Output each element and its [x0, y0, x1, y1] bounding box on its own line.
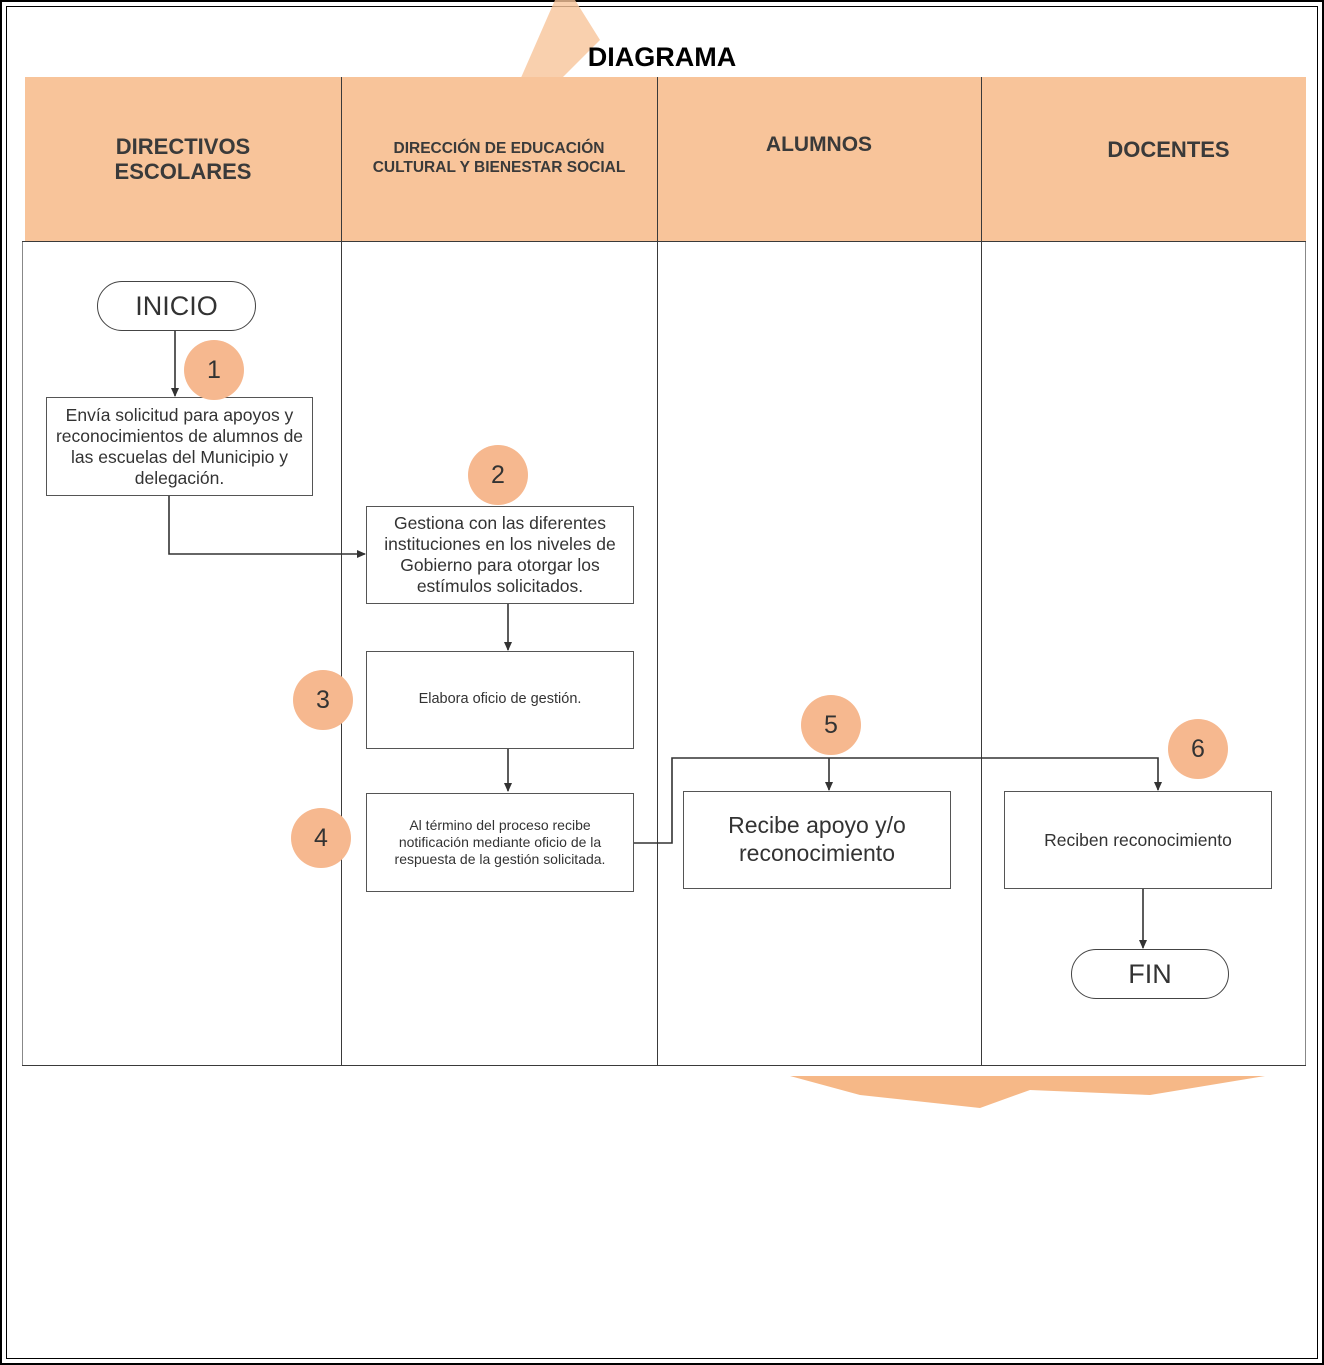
lane-divider [657, 77, 658, 1066]
lanes-bottom-line [22, 1065, 1306, 1066]
lane-header-direccion: DIRECCIÓN DE EDUCACIÓN CULTURAL Y BIENES… [341, 77, 657, 241]
lane-divider [341, 77, 342, 1066]
step-badge-1: 1 [184, 340, 244, 400]
start-terminator: INICIO [97, 281, 256, 331]
lane-label: DIRECCIÓN DE EDUCACIÓN CULTURAL Y BIENES… [372, 140, 626, 176]
step-6-box: Reciben reconocimiento [1004, 791, 1272, 889]
step-4-box: Al término del proceso recibe notificaci… [366, 793, 634, 892]
lane-label: DOCENTES [1107, 137, 1230, 162]
diagram-title: DIAGRAMA [587, 42, 737, 72]
step-badge-3: 3 [293, 670, 353, 730]
lane-label: DIRECTIVOS ESCOLARES [114, 133, 252, 184]
step-badge-4: 4 [291, 808, 351, 868]
step-badge-5: 5 [801, 695, 861, 755]
step-3-box: Elabora oficio de gestión. [366, 651, 634, 749]
lane-outer-right [1305, 241, 1306, 1066]
lane-header-directivos: DIRECTIVOS ESCOLARES [25, 77, 341, 241]
lane-divider [981, 77, 982, 1066]
lane-label: ALUMNOS [765, 133, 873, 156]
step-2-box: Gestiona con las diferentes institucione… [366, 506, 634, 604]
step-badge-6: 6 [1168, 719, 1228, 779]
header-bottom-line [22, 241, 1306, 242]
end-terminator: FIN [1071, 949, 1229, 999]
lane-header-docentes: DOCENTES [981, 77, 1306, 241]
lane-header-alumnos: ALUMNOS [657, 77, 981, 241]
lane-outer-left [22, 241, 23, 1066]
step-5-box: Recibe apoyo y/o reconocimiento [683, 791, 951, 889]
step-badge-2: 2 [468, 445, 528, 505]
step-1-box: Envía solicitud para apoyos y reconocimi… [46, 397, 313, 496]
page-inner-border [6, 6, 1318, 1359]
